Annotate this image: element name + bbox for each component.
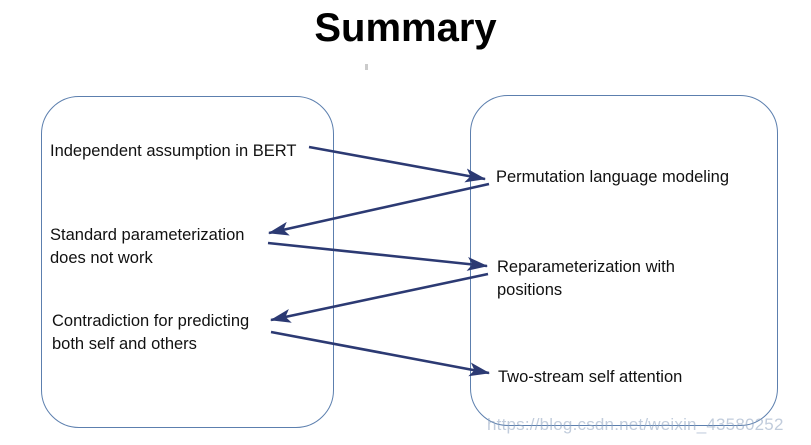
watermark-url: https://blog.csdn.net/weixin_43580252 <box>487 415 784 434</box>
left-item-independent-assumption: Independent assumption in BERT <box>50 142 297 160</box>
right-item-two-stream-self-attention: Two-stream self attention <box>498 368 683 386</box>
right-item-permutation-language-modeling: Permutation language modeling <box>496 168 729 186</box>
arrow-bert-to-permutation <box>308 145 487 183</box>
left-item-standard-parameterization: Standard parameterization does not work <box>50 226 245 267</box>
page-title: Summary <box>314 6 497 50</box>
stray-speck-mark <box>365 64 368 70</box>
left-item-contradiction: Contradiction for predicting both self a… <box>52 312 250 353</box>
right-item-reparameterization: Reparameterization with positions <box>497 258 675 299</box>
